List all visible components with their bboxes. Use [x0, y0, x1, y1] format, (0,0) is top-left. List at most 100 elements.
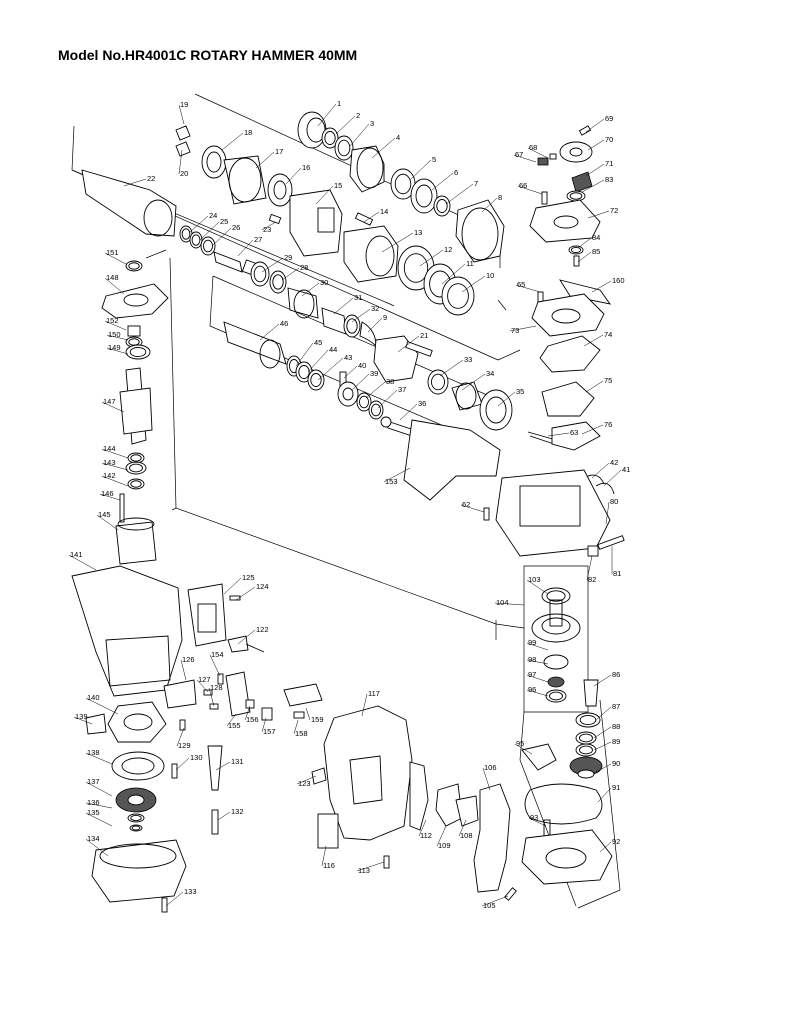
- part-shape-134: [91, 839, 187, 903]
- leader-line-80: [605, 501, 610, 525]
- part-shape-20: [175, 141, 191, 157]
- leader-line-13: [381, 232, 414, 253]
- leader-line-38: [365, 381, 386, 399]
- part-illustrations: [71, 111, 625, 913]
- part-shape-66: [541, 191, 548, 205]
- part-number-7: 7: [474, 179, 478, 188]
- part-number-12: 12: [444, 245, 452, 254]
- part-number-128: 128: [210, 683, 223, 692]
- part-number-105: 105: [483, 901, 496, 910]
- leader-line-17: [255, 151, 275, 169]
- leader-line-139: [73, 716, 93, 725]
- part-shape-7: [433, 195, 451, 217]
- part-shape-63: [527, 431, 557, 445]
- leader-line-32: [351, 308, 371, 323]
- leader-line-35: [497, 391, 516, 407]
- leader-line-85: [577, 251, 592, 263]
- part-number-76: 76: [604, 420, 612, 429]
- part-number-44: 44: [329, 345, 337, 354]
- leader-line-25: [199, 221, 220, 241]
- part-number-90: 90: [612, 759, 620, 768]
- part-number-156: 156: [246, 715, 259, 724]
- part-shape-70: [559, 141, 593, 163]
- part-number-15: 15: [334, 181, 342, 190]
- part-number-149: 149: [108, 343, 121, 352]
- part-shape-35: [479, 389, 513, 431]
- leader-line-105: [481, 895, 509, 907]
- leader-line-76: [581, 424, 604, 435]
- leader-line-83: [581, 179, 605, 193]
- part-shape-26: [200, 236, 216, 256]
- part-number-87: 87: [612, 702, 620, 711]
- part-number-131: 131: [231, 757, 244, 766]
- part-number-11: 11: [466, 259, 474, 268]
- part-number-140: 140: [87, 693, 100, 702]
- leader-line-158: [293, 719, 299, 735]
- part-number-28: 28: [300, 263, 308, 272]
- part-shape-156: [245, 699, 255, 709]
- part-number-141: 141: [70, 550, 83, 559]
- assembly-line-8: [497, 349, 521, 361]
- part-number-99: 99: [528, 638, 536, 647]
- part-shape-160: [559, 279, 612, 305]
- part-shape-41: [595, 482, 615, 495]
- part-number-20: 20: [180, 169, 188, 178]
- leader-line-23: [261, 221, 277, 231]
- part-number-29: 29: [284, 253, 292, 262]
- leader-line-106: [482, 767, 491, 791]
- leader-line-125: [223, 577, 242, 595]
- leader-line-142: [101, 475, 129, 487]
- leader-line-116: [321, 845, 327, 867]
- part-number-91: 91: [612, 783, 620, 792]
- leader-line-34: [461, 373, 486, 391]
- part-shape-108: [455, 795, 479, 827]
- assembly-line-2: [71, 125, 395, 307]
- part-shape-95: [521, 743, 557, 771]
- leader-line-147: [101, 401, 125, 413]
- part-number-66: 66: [519, 181, 527, 190]
- leader-line-87: [595, 706, 612, 721]
- leader-line-154: [209, 654, 221, 677]
- part-shape-96: [545, 689, 567, 703]
- leader-line-108: [458, 819, 467, 837]
- part-shape-122: [227, 635, 265, 653]
- leader-line-84: [577, 237, 592, 249]
- leader-line-123: [296, 775, 317, 785]
- part-number-24: 24: [209, 211, 217, 220]
- part-shape-130: [171, 763, 178, 779]
- part-shape-37: [368, 400, 384, 420]
- part-number-154: 154: [211, 650, 224, 659]
- part-number-98: 98: [528, 655, 536, 664]
- part-shape-151: [125, 260, 143, 272]
- part-number-116: 116: [323, 861, 335, 870]
- leader-line-40: [343, 365, 358, 379]
- part-number-84: 84: [592, 233, 600, 242]
- part-number-146: 146: [101, 489, 114, 498]
- leader-line-155: [226, 713, 237, 727]
- part-shape-8: [455, 199, 505, 263]
- part-number-80: 80: [610, 497, 618, 506]
- leader-line-135: [85, 812, 113, 827]
- leader-line-63: [547, 432, 570, 437]
- leader-line-89: [593, 741, 612, 751]
- part-number-125: 125: [242, 573, 255, 582]
- part-number-26: 26: [232, 223, 240, 232]
- leader-line-146: [99, 493, 121, 501]
- part-number-16: 16: [302, 163, 310, 172]
- part-number-155: 155: [228, 721, 241, 730]
- part-shape-144: [127, 452, 145, 464]
- part-shape-83: [566, 190, 586, 202]
- part-number-10: 10: [486, 271, 494, 280]
- part-shape-137: [115, 787, 157, 813]
- part-number-95: 95: [516, 739, 524, 748]
- part-number-23: 23: [263, 225, 271, 234]
- leader-line-157: [261, 717, 267, 733]
- part-number-122: 122: [256, 625, 269, 634]
- part-number-34: 34: [486, 369, 494, 378]
- assembly-line-10: [523, 565, 589, 713]
- part-number-63: 63: [570, 428, 578, 437]
- leader-line-82: [586, 555, 593, 581]
- part-number-109: 109: [438, 841, 451, 850]
- part-number-96: 96: [528, 685, 536, 694]
- part-number-134: 134: [87, 834, 100, 843]
